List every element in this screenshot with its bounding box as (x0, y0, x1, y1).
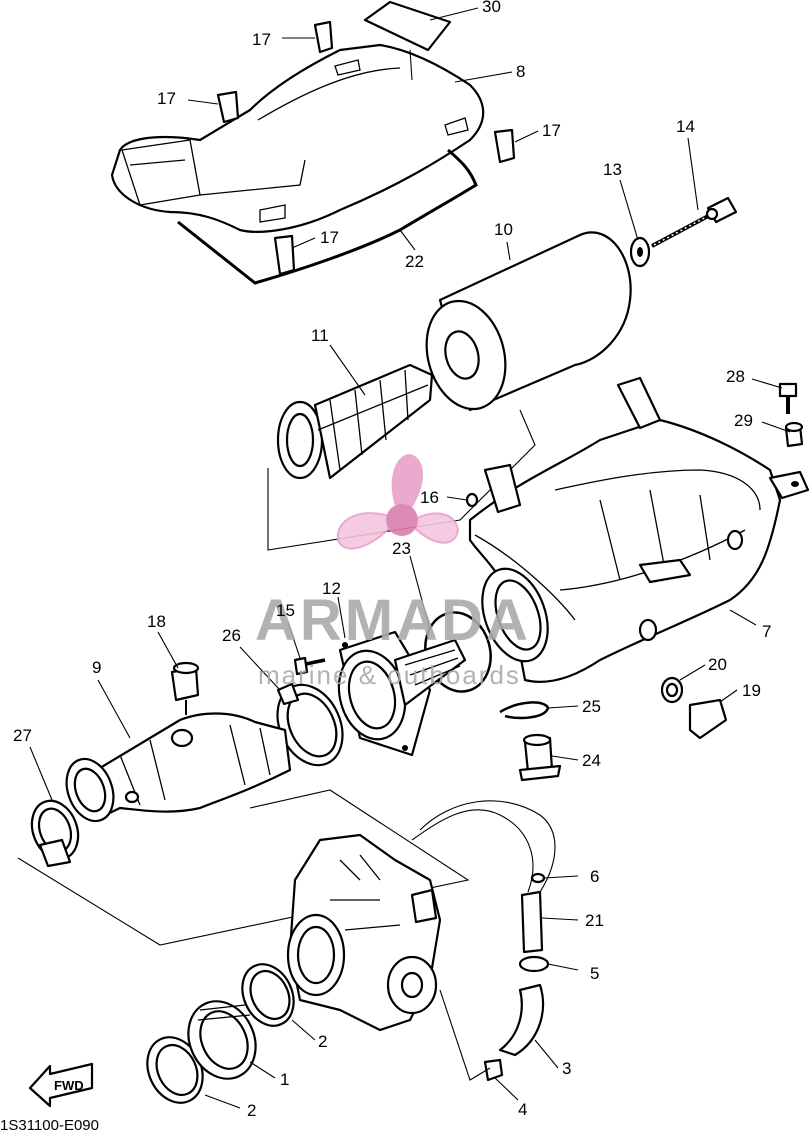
callout-27: 27 (13, 726, 32, 745)
callout-16: 16 (420, 488, 439, 507)
watermark-logo (336, 453, 460, 550)
callout-21: 21 (585, 911, 604, 930)
throttle-body (286, 833, 442, 1032)
part-1-joint (187, 1000, 257, 1080)
callout-numbers: 30 8 17 17 17 17 22 14 13 10 11 28 29 16… (13, 0, 771, 1120)
callout-9: 9 (92, 658, 101, 677)
callout-13: 13 (603, 160, 622, 179)
part-4-clip (483, 1058, 504, 1082)
callout-24: 24 (582, 751, 601, 770)
callout-5: 5 (590, 964, 599, 983)
part-30-label (363, 0, 452, 52)
diagram-code: 1S31100-E090 (0, 1117, 99, 1134)
part-16-nut (465, 492, 479, 508)
part-9-joint (65, 712, 292, 823)
callout-1: 1 (280, 1070, 289, 1089)
part-18-sensor (170, 661, 200, 715)
part-17-clips (216, 20, 516, 276)
callout-20: 20 (708, 655, 727, 674)
part-13-washer (629, 236, 651, 268)
part-27-clamp (30, 799, 80, 868)
part-28-bolt (778, 382, 798, 414)
part-22-seal (177, 148, 478, 285)
callout-19: 19 (742, 681, 761, 700)
callout-14: 14 (676, 117, 695, 136)
callout-17-b: 17 (157, 89, 176, 108)
callout-11: 11 (311, 326, 329, 345)
callout-12: 12 (322, 579, 341, 598)
part-5-clamp (518, 955, 550, 973)
callout-22: 22 (405, 252, 424, 271)
hoses (411, 800, 556, 1057)
callout-23: 23 (392, 539, 411, 558)
part-10-filter (425, 231, 632, 412)
callout-17-c: 17 (542, 121, 561, 140)
part-12-joint (337, 630, 467, 757)
fwd-label: FWD (54, 1078, 84, 1093)
part-20-grommet (660, 676, 684, 704)
watermark: ARMADA marine & outboards (255, 453, 531, 690)
part-19-elbow (688, 698, 728, 740)
callout-17-a: 17 (252, 30, 271, 49)
callout-6: 6 (590, 867, 599, 886)
part-2-clamps (146, 963, 295, 1104)
part-29-collar (784, 421, 804, 448)
callout-4: 4 (518, 1100, 527, 1119)
callout-2-b: 2 (247, 1101, 256, 1120)
part-6-clip (530, 872, 546, 884)
part-24-bracket (518, 733, 562, 782)
callout-7: 7 (762, 622, 771, 641)
watermark-brand: ARMADA (255, 588, 531, 653)
part-14-bolt (651, 196, 738, 248)
callout-30: 30 (482, 0, 501, 16)
part-25-clip (499, 701, 550, 720)
leader-lines (29, 7, 791, 1109)
callout-2-a: 2 (318, 1032, 327, 1051)
callout-28: 28 (726, 367, 745, 386)
callout-25: 25 (582, 697, 601, 716)
callout-15: 15 (276, 601, 295, 620)
callout-10: 10 (494, 220, 513, 239)
callout-29: 29 (734, 411, 753, 430)
part-26-clamp (276, 682, 344, 767)
part-8-cover (110, 43, 485, 233)
callout-3: 3 (562, 1059, 571, 1078)
callout-26: 26 (222, 626, 241, 645)
part-7-case (468, 376, 810, 683)
part-15-bolt (293, 656, 326, 676)
part-11-cage (276, 363, 434, 480)
callout-8: 8 (516, 62, 525, 81)
watermark-tagline: marine & outboards (258, 660, 521, 690)
callout-17-d: 17 (320, 228, 339, 247)
callout-18: 18 (147, 612, 166, 631)
fwd-arrow: FWD (28, 1062, 94, 1108)
